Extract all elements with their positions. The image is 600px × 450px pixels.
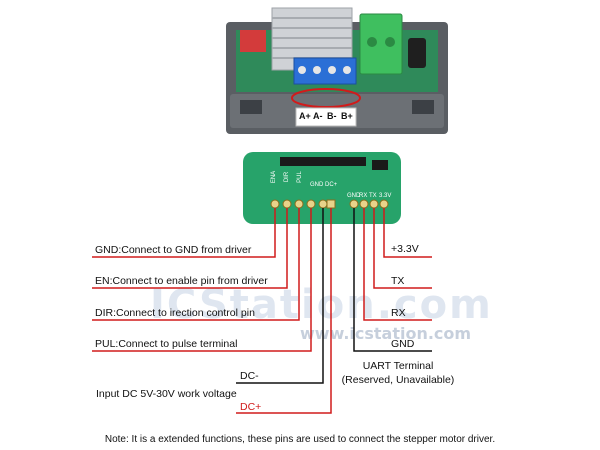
- label-uart-tx: TX: [391, 275, 405, 287]
- header-highlight: [291, 88, 361, 108]
- label-uart-3v3: +3.3V: [391, 243, 419, 255]
- terminal-label-b-minus: B-: [327, 111, 337, 121]
- label-input-voltage: Input DC 5V-30V work voltage: [96, 388, 237, 400]
- watermark-url: www.icstation.com: [300, 324, 472, 343]
- terminal-label-b-plus: B+: [341, 111, 353, 121]
- left-pads: [270, 199, 336, 209]
- wire-uart-gnd: [353, 208, 432, 352]
- uart-terminal-title: UART Terminal: [362, 360, 434, 372]
- vent-left: [240, 100, 262, 114]
- wire-rx: [363, 208, 432, 321]
- board-label-dir: DIR: [284, 171, 291, 183]
- terminal-label-a-plus: A+: [299, 111, 311, 121]
- board-label-dcplus: DC+: [325, 182, 338, 188]
- footnote: Note: It is a extended functions, these …: [104, 434, 496, 445]
- board-header: [280, 157, 366, 166]
- uart-wires: [353, 208, 432, 352]
- board-label-ena: ENA: [271, 170, 278, 184]
- wire-dc-plus: [236, 208, 332, 414]
- label-uart-rx: RX: [391, 307, 406, 319]
- board-label-pul: PUL: [296, 171, 303, 183]
- extension-board: [243, 152, 401, 224]
- board-ic: [372, 160, 388, 170]
- wire-tx: [373, 208, 432, 289]
- terminal-label-a-minus: A-: [313, 111, 323, 121]
- dip-switch: [240, 30, 266, 52]
- label-dir-pin: DIR:Connect to irection control pin: [95, 307, 255, 319]
- label-en-pin: EN:Connect to enable pin from driver: [95, 275, 268, 287]
- label-gnd-pin: GND:Connect to GND from driver: [95, 244, 252, 256]
- motor-terminal-block: [293, 57, 357, 85]
- label-dc-minus: DC-: [240, 370, 259, 382]
- wire-3v3: [383, 208, 432, 258]
- wire-pul: [92, 208, 312, 352]
- label-pul-pin: PUL:Connect to pulse terminal: [95, 338, 238, 350]
- left-wires: [92, 208, 332, 414]
- driver-module: [226, 7, 448, 134]
- vent-right: [412, 100, 434, 114]
- wire-en: [92, 208, 288, 289]
- wire-dir: [92, 208, 300, 321]
- board-label-gnd: GND: [310, 182, 324, 188]
- power-terminal: [359, 13, 403, 75]
- label-uart-gnd: GND: [391, 338, 415, 350]
- capacitor: [408, 38, 426, 68]
- board-uart-tx: TX: [369, 193, 377, 199]
- terminal-label-plate: [295, 107, 357, 127]
- board-uart-gnd: GND: [347, 193, 361, 199]
- board-uart-rx: RX: [359, 193, 368, 199]
- label-dc-plus: DC+: [240, 401, 262, 413]
- wire-gnd: [92, 208, 276, 258]
- uart-terminal-subtitle: (Reserved, Unavailable): [341, 374, 455, 386]
- wire-dc-minus: [236, 208, 324, 384]
- board-uart-3v3: 3.3V: [379, 193, 392, 199]
